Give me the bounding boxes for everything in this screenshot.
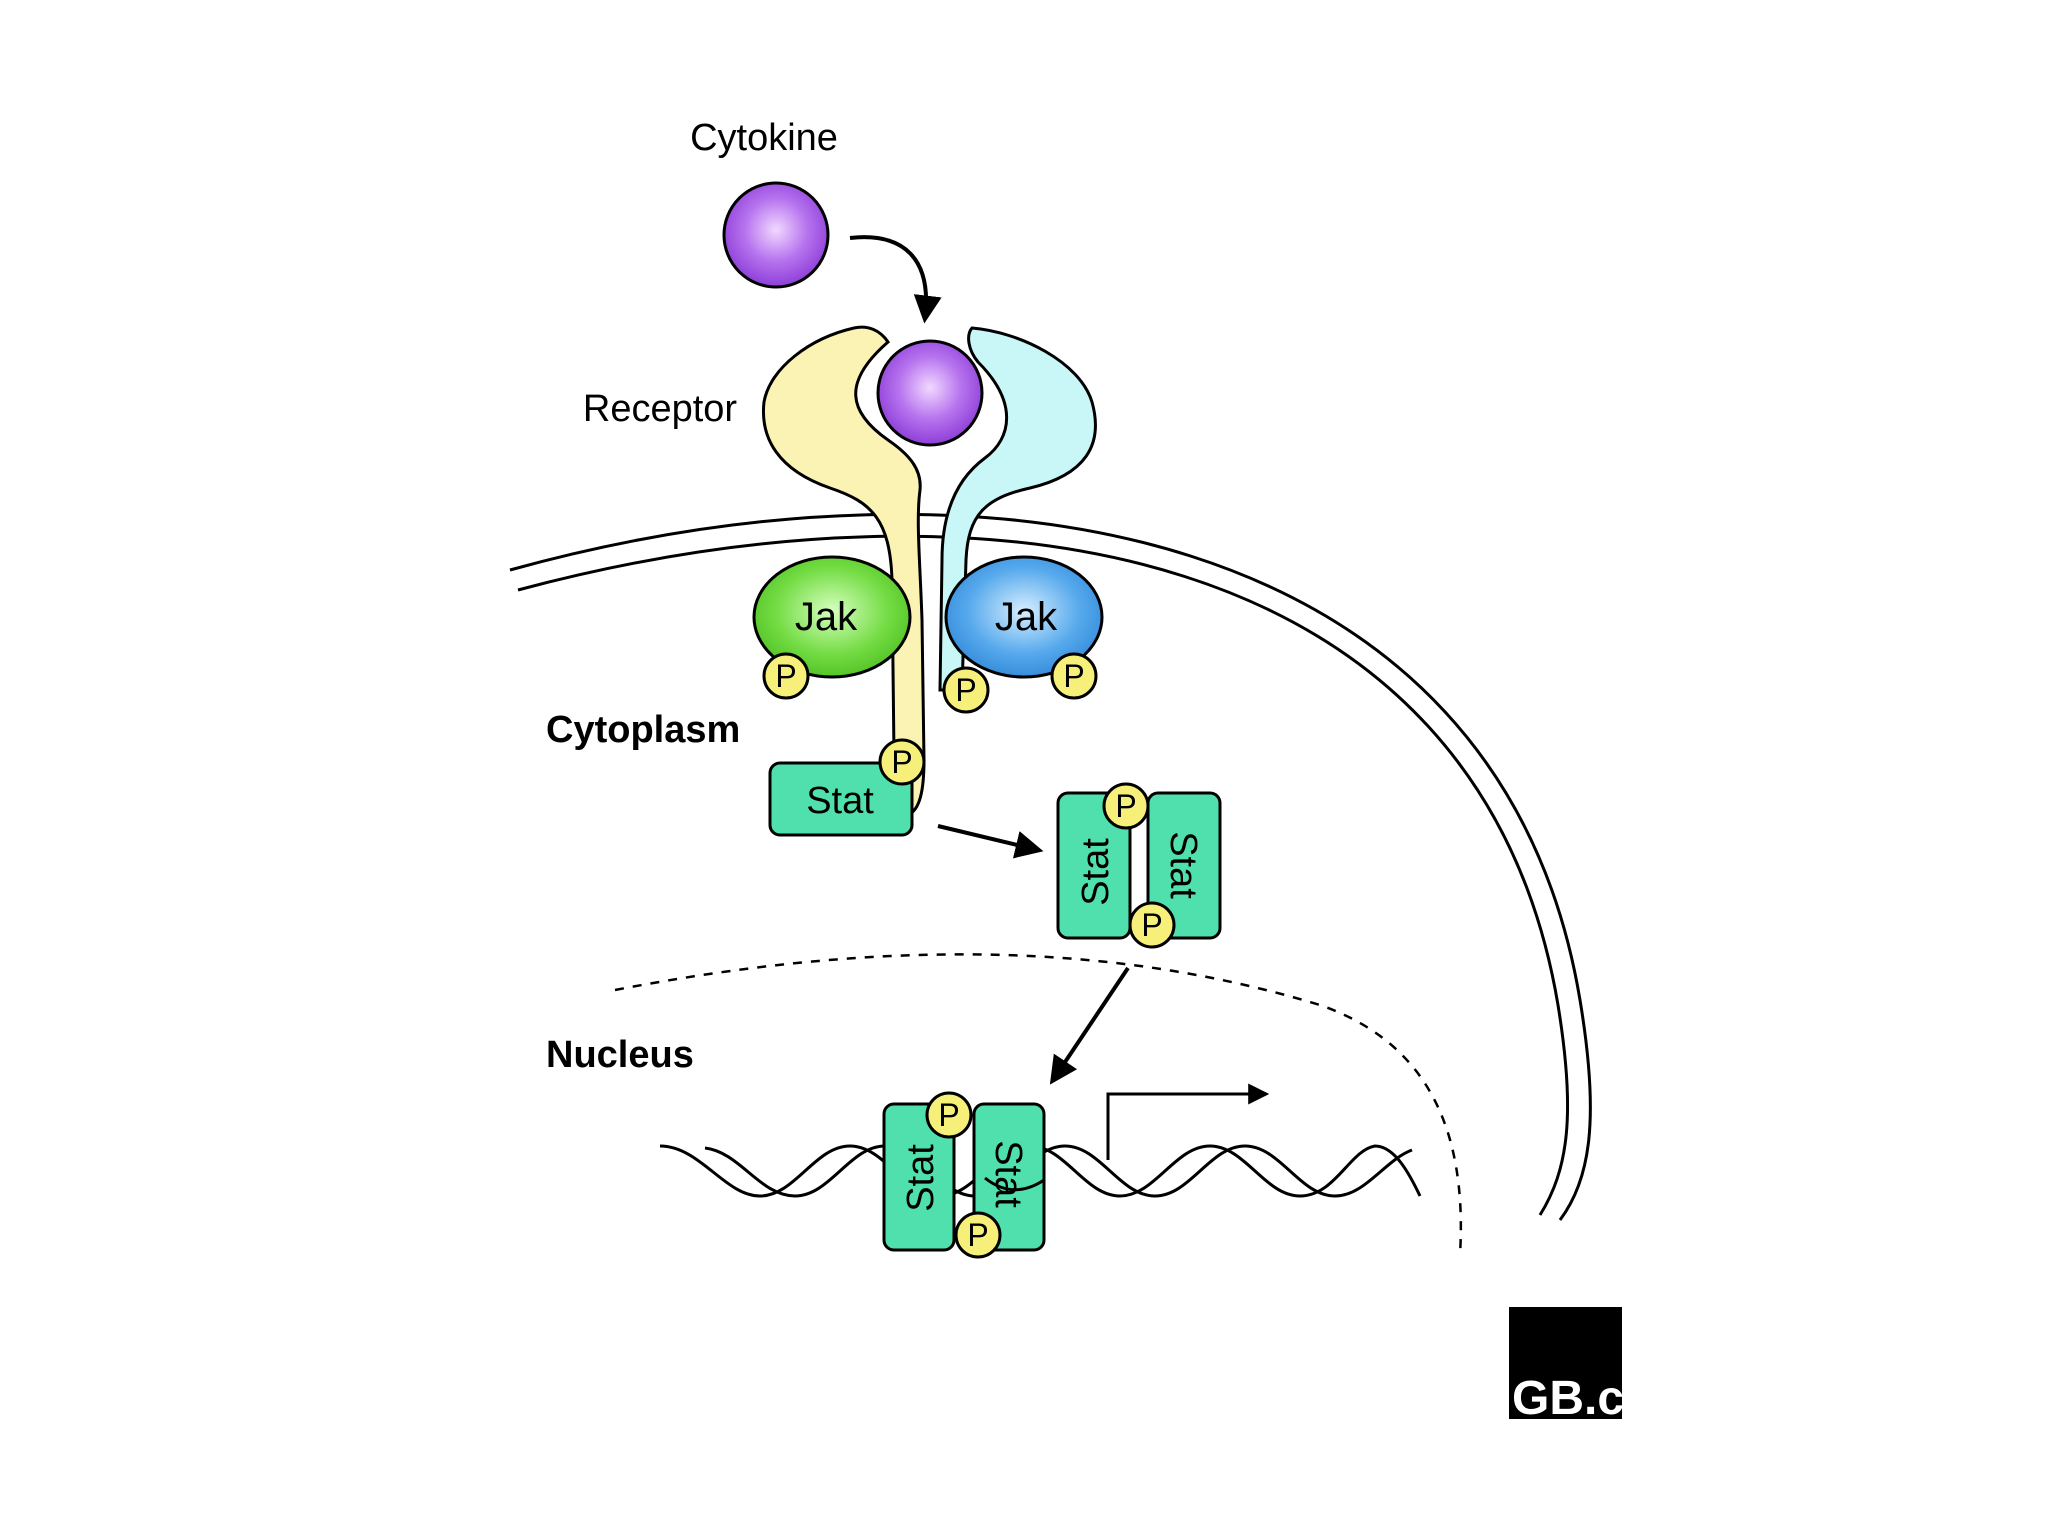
svg-text:P: P	[938, 1097, 959, 1133]
cytokine-binding-arrow	[849, 235, 942, 324]
cytokine-free	[722, 181, 830, 289]
svg-text:P: P	[1115, 788, 1136, 824]
svg-text:P: P	[955, 672, 976, 708]
stat-dimer-cytoplasm-right	[1146, 791, 1222, 940]
nucleus-label: Nucleus	[546, 1034, 694, 1076]
stat-dimer-nucleus-left-label: Stat	[900, 1144, 942, 1212]
stat-dimer-cytoplasm-left	[1056, 791, 1132, 940]
dna-overlap	[984, 1176, 1045, 1192]
transcription-arrow	[1106, 1083, 1270, 1160]
svg-text:P: P	[775, 658, 796, 694]
jak-right-label: Jak	[995, 595, 1058, 639]
svg-text:P: P	[1063, 658, 1084, 694]
phosphate-group-jak-right: P	[1050, 652, 1098, 700]
nuclear-translocation-arrow	[1049, 966, 1130, 1085]
jak-right	[944, 555, 1104, 679]
stat-dimer-cytoplasm-left-label: Stat	[1075, 838, 1117, 906]
stat-monomer	[768, 761, 914, 837]
phosphate-group-receptor-right: P	[942, 666, 990, 714]
phosphate-group-receptor-left: P	[878, 738, 926, 786]
phosphate-group-nuclear-top: P	[925, 1091, 973, 1139]
svg-text:P: P	[967, 1217, 988, 1253]
stat-dimer-nucleus-left	[882, 1102, 956, 1252]
svg-text:GB.c: GB.c	[1512, 1372, 1624, 1425]
jak-left-label: Jak	[795, 595, 858, 639]
dimerization-arrow	[937, 824, 1044, 859]
cell-membrane-inner	[517, 534, 1570, 1216]
dna-strand-a	[659, 1144, 1422, 1198]
receptor-left	[761, 325, 926, 817]
gb-logo: GB.c	[1509, 1307, 1624, 1425]
stat-dimer-nucleus-right-label: Stat	[987, 1140, 1029, 1208]
receptor-label: Receptor	[583, 388, 738, 430]
svg-text:P: P	[891, 744, 912, 780]
dna-strand-b	[704, 1144, 1413, 1198]
cell-membrane-outer	[509, 512, 1592, 1221]
phosphate-group-nuclear-bottom: P	[954, 1211, 1002, 1259]
stat-dimer-cytoplasm-right-label: Stat	[1162, 831, 1204, 899]
cytokine-label: Cytokine	[690, 117, 838, 159]
phosphate-group-dimer-top: P	[1102, 782, 1150, 830]
phosphate-group-dimer-bottom: P	[1128, 901, 1176, 949]
cytoplasm-label: Cytoplasm	[546, 709, 740, 751]
phosphate-group-jak-left: P	[762, 652, 810, 700]
cytokine-bound	[876, 339, 984, 447]
svg-text:P: P	[1141, 907, 1162, 943]
stat-dimer-nucleus-right	[972, 1102, 1046, 1252]
stat-monomer-label: Stat	[806, 780, 874, 822]
nuclear-envelope	[614, 953, 1463, 1256]
jak-left	[752, 555, 912, 679]
receptor-right	[938, 326, 1097, 692]
